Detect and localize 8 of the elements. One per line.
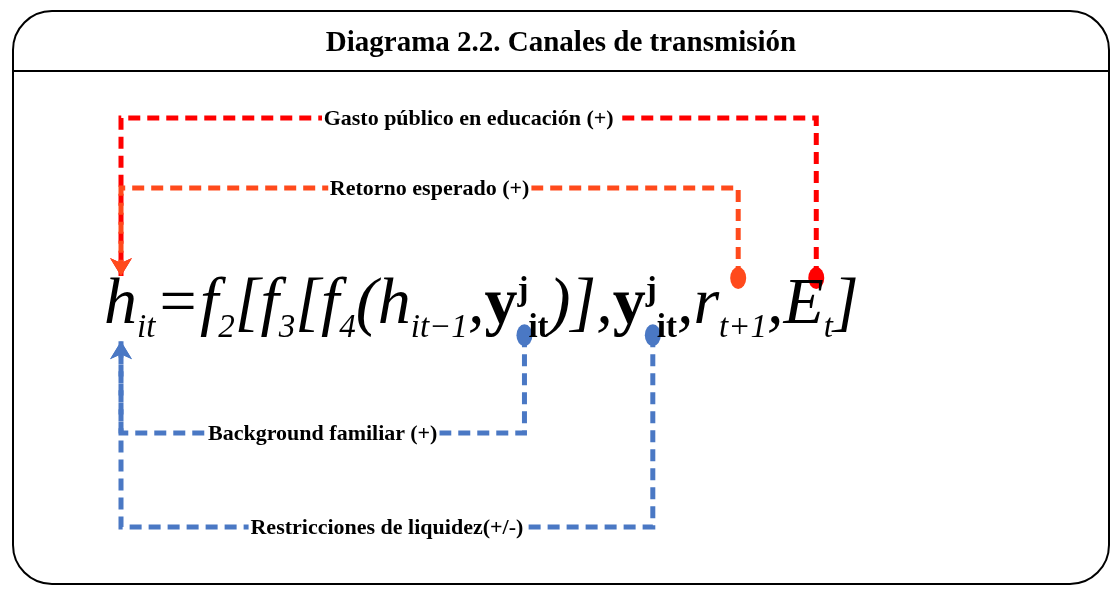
formula-text: =f$_{2}$[f$_{3}$[f$_{4}$(h$_{it−1}$, [155, 268, 485, 344]
formula-text: , [676, 268, 694, 334]
formula-term: E$_{t}$ [783, 268, 833, 344]
formula-text: , [767, 268, 784, 334]
diagram-title: Diagrama 2.2. Canales de transmisión [14, 12, 1108, 72]
formula-text: ] [833, 268, 859, 334]
formula-term: r$_{t+1}$ [693, 268, 767, 344]
formula-term: h$_{it}$ [104, 268, 156, 344]
